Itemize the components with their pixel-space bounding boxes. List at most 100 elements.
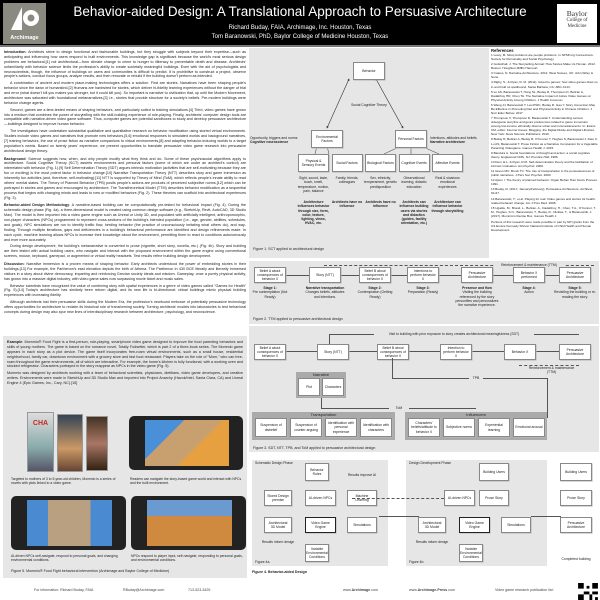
background-text: : Science suggests how, when, and why pe… bbox=[4, 156, 246, 200]
influencer-item: Characters' beliefs/attitude to behavior… bbox=[408, 418, 440, 437]
figure-3: Visit to building with prior exposure to… bbox=[249, 326, 599, 452]
environmental-conditions-box: Variable Environmental Conditions bbox=[305, 544, 329, 562]
tom-line bbox=[321, 398, 322, 408]
archimage-website-link[interactable]: www.Archimage.com bbox=[343, 588, 378, 592]
factor-box: Physical & Sensory Events bbox=[298, 154, 329, 172]
reference-item: 13 Buday, R. (2017, January/February). P… bbox=[491, 187, 594, 196]
factor-description: Family, friends, colleagues bbox=[335, 176, 359, 185]
plot-box: Plot bbox=[298, 378, 320, 396]
contact-name: For information: Richard Buday, FAIA bbox=[34, 588, 94, 592]
stage-description: Action bbox=[524, 290, 534, 295]
factor-impact: Architecture can influence behavior thro… bbox=[431, 200, 464, 213]
ttm-box: Intentions to perform behavior X bbox=[407, 267, 439, 283]
fig3-box: Behavior X bbox=[504, 344, 536, 360]
reinforcement-loop-line bbox=[324, 265, 594, 266]
factor-box: Cognitive Events bbox=[398, 154, 430, 172]
poster-title: Behavior-aided Design: A Translational A… bbox=[73, 4, 527, 19]
environmental-factors-box: Environmental Factors bbox=[311, 130, 343, 148]
archimage-logo-text: Archimage bbox=[10, 35, 39, 41]
factor-description: Sight, sound, taste, touch, smell, tempe… bbox=[297, 176, 330, 193]
phone-screenshot-kitchen bbox=[129, 416, 243, 470]
stored-design-premise-box: Stored Design premise bbox=[264, 490, 292, 506]
baylor-logo-line: Baylor bbox=[566, 9, 588, 18]
transportation-heading: Transportation bbox=[310, 412, 337, 417]
archimage-press-link[interactable]: www.Archimage-Press.com bbox=[409, 588, 455, 592]
stage-title: Stage 5: bbox=[568, 286, 582, 290]
reference-item: 4 Rigby, S., & Ryan, R. M. (2011). Glued… bbox=[491, 80, 598, 89]
ttm-stage: Stage 1:Pre contemplation (Not Ready) bbox=[248, 286, 292, 299]
completed-building-label: Completed building bbox=[561, 557, 591, 561]
persuasive-architecture-box: Persuasive Architecture bbox=[560, 517, 592, 533]
figure-1-sct: Behavior Social Cognitive Theory Environ… bbox=[249, 48, 489, 258]
contact-email[interactable]: RBuday@Archimage.com bbox=[123, 588, 165, 592]
ttm-stage: Stage 2:Contemplation (Getting Ready) bbox=[353, 286, 397, 299]
reference-item: 15 Ugalde, M., Brand, L., Beltran, A., D… bbox=[491, 205, 596, 218]
factor-impact: Architecture influences behavior through… bbox=[297, 200, 330, 226]
url-part: .com bbox=[447, 588, 455, 592]
poster-header: Archimage Behavior-aided Design: A Trans… bbox=[0, 0, 600, 47]
ttm-stage: Stage 5:Revisiting the building or re-re… bbox=[553, 286, 597, 299]
phone-screenshot-room bbox=[11, 496, 126, 550]
panel-label: Figure 4b. bbox=[409, 560, 425, 564]
reference-item: 8 Buday R, Beltran A, Buday R, O'Connor … bbox=[491, 137, 598, 150]
personal-note-bold: Narrative architecture bbox=[430, 140, 466, 145]
ttm-box: Belief B about consequences of behavior … bbox=[359, 267, 391, 283]
novel-cover-2 bbox=[57, 414, 83, 472]
phase-title: Schematic Design Phase bbox=[255, 461, 293, 465]
discussion-paragraph: Although architects lost their persuasiv… bbox=[4, 300, 246, 314]
fig3-box: Belief B about consequences of behavior … bbox=[377, 344, 409, 360]
reference-item: 12 Ajzen I. The theory of planned behavi… bbox=[491, 178, 598, 187]
example-heading: Example bbox=[7, 340, 23, 344]
archimage-logo-mark-icon bbox=[11, 7, 39, 30]
method-paragraph: During design development, the building'… bbox=[4, 244, 246, 259]
image-caption: AI-driven NPCs self-navigate, respond to… bbox=[11, 554, 118, 563]
narrative-heading: Narrative bbox=[312, 372, 330, 377]
method-heading: Behavior-aided Design Methodology bbox=[4, 203, 70, 208]
archimage-logo: Archimage bbox=[3, 3, 46, 44]
reference-item: 5 Lu AS, Baranowski T, Hong SL, Buday R,… bbox=[491, 89, 592, 102]
factor-description: Sex, ethnicity, temperament, genetic pre… bbox=[364, 176, 397, 189]
qr-code-icon[interactable] bbox=[578, 583, 598, 600]
ml-to-npc-dashed-line bbox=[352, 498, 444, 499]
poster-footer: For information: Richard Buday, FAIA RBu… bbox=[0, 582, 600, 600]
stage-title: Presence and flow bbox=[462, 286, 492, 290]
author-1: Richard Buday, FAIA, Archimage, Inc. Hou… bbox=[228, 25, 372, 31]
panel-label: Figure 4a. bbox=[255, 560, 271, 564]
behavior-rules-box: Behavior Rules bbox=[305, 463, 329, 481]
reinforcement-label: Reinforcement & maintenance (TTM) bbox=[528, 366, 575, 375]
architectural-model-box: Architectural 3D Model bbox=[264, 517, 292, 533]
transportation-item: Suspension of counter-arguing bbox=[290, 418, 322, 437]
factor-box: Affective Events bbox=[432, 154, 463, 172]
stage-description: Visiting the building referenced by the … bbox=[455, 290, 499, 307]
background-heading: Background bbox=[4, 156, 26, 161]
reference-item: 14 Baranowski, T., et al. Playing for re… bbox=[491, 196, 596, 205]
example-text: : Mommio® Food Fight is a first-person, … bbox=[7, 340, 244, 369]
figure-2-ttm: Reinforcement & maintenance (TTM) Belief… bbox=[249, 261, 599, 324]
stage-title: Stage 1: bbox=[263, 286, 277, 290]
reference-item: 6 Wang JJ, Baranowski T, Lau PWC, Buday … bbox=[491, 102, 596, 116]
influencers-heading: Influencers bbox=[466, 412, 486, 417]
environmental-conditions-box: Variable Environmental Conditions bbox=[459, 544, 483, 562]
factor-description: Real & vicarious emotional experiences bbox=[435, 176, 460, 189]
tom-label: ToM bbox=[389, 406, 409, 411]
novel-cover-1: CHA bbox=[27, 412, 54, 472]
stage-description: Preparation (Ready) bbox=[407, 290, 439, 295]
factor-impact: Architects have no influence bbox=[331, 200, 363, 209]
reference-item: 9 Bandura A. Social foundations of thoug… bbox=[491, 150, 591, 159]
phase-connector-line bbox=[531, 516, 561, 517]
url-part: .com bbox=[370, 588, 378, 592]
video-game-engine-box: Video Game Engine bbox=[305, 517, 336, 533]
figure-1-arrows bbox=[314, 78, 440, 155]
reference-item: 11 Green MC, Brock TC. The role of trans… bbox=[491, 169, 595, 178]
ttm-stage: Stage 4:Action bbox=[507, 286, 551, 295]
flow-line bbox=[279, 351, 579, 352]
baylor-logo-line: Medicine bbox=[567, 24, 587, 29]
factor-box: Biological Factors bbox=[365, 154, 396, 172]
reference-item: 2 Gottschall, J. The Storytelling Animal… bbox=[491, 62, 596, 71]
novel-cover-3 bbox=[86, 416, 108, 471]
discussion-heading: Discussion bbox=[4, 262, 24, 266]
